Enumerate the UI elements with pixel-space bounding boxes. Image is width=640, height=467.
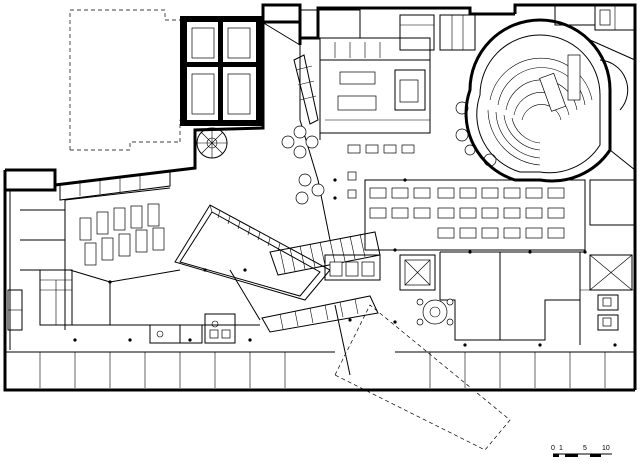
meeting-round-table [416,298,454,326]
diagonal-ramp-upper [174,204,331,301]
left-corridor [59,172,171,201]
top-service-block [299,9,476,134]
historic-building [180,16,263,126]
scale-label-1: 1 [559,445,563,452]
scale-label-0: 0 [551,445,555,452]
scale-label-5: 5 [583,445,587,452]
dashed-courtyard-outline [69,9,185,151]
stair-core-center [399,254,436,291]
reading-room-tables [364,179,586,251]
bottom-office-row [5,351,635,388]
lecture-hall [464,18,636,183]
courtyard-round-tables [281,125,325,205]
structural-columns [73,178,617,347]
scale-label-10: 10 [602,445,610,452]
service-rooms-left [149,313,236,344]
left-wing-tables [79,203,165,266]
right-side-rooms [439,179,636,345]
central-stair [269,231,381,281]
scale-bar: 0 1 5 10 [551,445,612,457]
cafe-small-tables [347,101,497,199]
diagonal-ramp-lower [261,295,511,451]
spiral-stair [196,127,228,159]
top-right-rooms [554,4,636,61]
